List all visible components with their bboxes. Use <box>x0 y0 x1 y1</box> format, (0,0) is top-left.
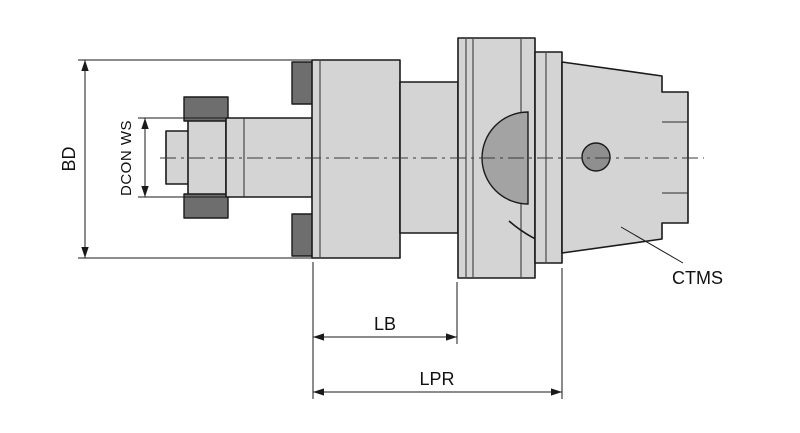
dim-lpr: LPR <box>313 268 563 399</box>
callout-ctms: CTMS <box>620 226 723 288</box>
lpr-label: LPR <box>419 369 454 389</box>
drive-key-top <box>291 61 315 105</box>
bd-arrow-down <box>81 247 89 258</box>
drive-key-bottom <box>291 213 315 257</box>
lb-arrow-right <box>446 333 457 341</box>
clamp-nut-knurl-top <box>183 96 229 122</box>
bd-arrow-up <box>81 60 89 71</box>
dim-bd: BD <box>59 59 312 259</box>
dcon-arrow-up <box>141 118 149 129</box>
dcon-arrow-down <box>141 186 149 197</box>
bd-label: BD <box>59 146 79 171</box>
dim-lb: LB <box>312 262 458 399</box>
front-flange <box>311 59 401 259</box>
ctms-leader-line <box>620 226 684 264</box>
dim-dcon-ws: DCON WS <box>118 117 244 198</box>
shank-side-hole <box>581 142 611 172</box>
lpr-arrow-left <box>313 388 324 396</box>
ctms-label: CTMS <box>672 268 723 288</box>
clamp-nut-knurl-bottom <box>183 193 229 219</box>
gripper-groove-semicircle <box>481 111 529 205</box>
lpr-arrow-right <box>551 388 562 396</box>
dcon-ws-label: DCON WS <box>118 120 135 196</box>
lb-arrow-left <box>313 333 324 341</box>
lb-label: LB <box>374 314 396 334</box>
